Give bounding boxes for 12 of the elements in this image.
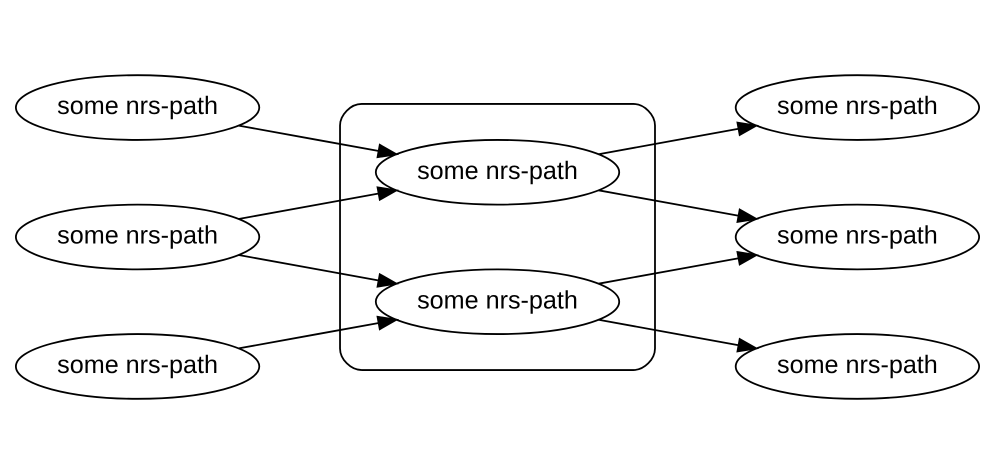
arrow bbox=[238, 316, 400, 350]
arrow bbox=[598, 122, 759, 156]
node-ellipse: some nrs-path bbox=[14, 74, 260, 141]
arrow bbox=[598, 250, 759, 285]
cluster bbox=[339, 103, 656, 371]
arrow bbox=[238, 186, 400, 220]
node-ellipse: some nrs-path bbox=[14, 204, 260, 270]
arrow bbox=[598, 318, 759, 352]
node-ellipse: some nrs-path bbox=[14, 333, 260, 400]
arrow bbox=[598, 189, 759, 224]
arrow bbox=[238, 124, 400, 158]
arrow bbox=[238, 254, 400, 288]
